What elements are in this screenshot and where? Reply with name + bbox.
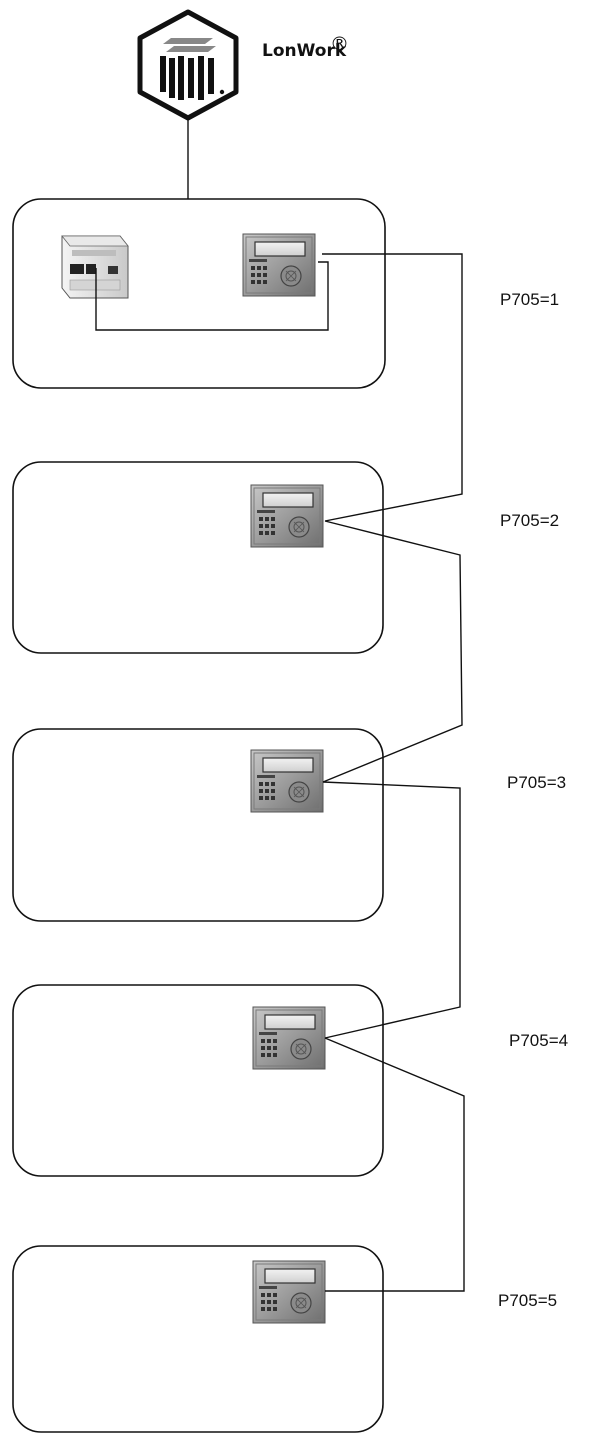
lonworks-logo (137, 9, 239, 121)
node-box-1 (12, 198, 386, 389)
node-box-2 (12, 461, 384, 654)
keypad-controller-icon-4 (252, 1006, 326, 1070)
lonworks-brand-text: LonWork (262, 41, 347, 61)
node-label-3: P705=3 (507, 773, 566, 792)
node-box-5 (12, 1245, 384, 1433)
gateway-module-icon (61, 235, 129, 299)
keypad-controller-icon-5 (252, 1260, 326, 1324)
keypad-controller-icon-3 (250, 749, 324, 813)
local-link-line (95, 261, 329, 331)
node-label-1: P705=1 (500, 290, 559, 309)
keypad-controller-icon-1 (242, 233, 316, 297)
daisy-chain-bus (322, 253, 465, 1292)
node-label-5: P705=5 (498, 1291, 557, 1310)
lonworks-logo-icon (160, 38, 225, 100)
node-label-4: P705=4 (509, 1031, 568, 1050)
node-label-2: P705=2 (500, 511, 559, 530)
node-box-3 (12, 728, 384, 922)
registered-mark: ® (330, 33, 349, 55)
keypad-controller-icon-2 (250, 484, 324, 548)
node-box-4 (12, 984, 384, 1177)
